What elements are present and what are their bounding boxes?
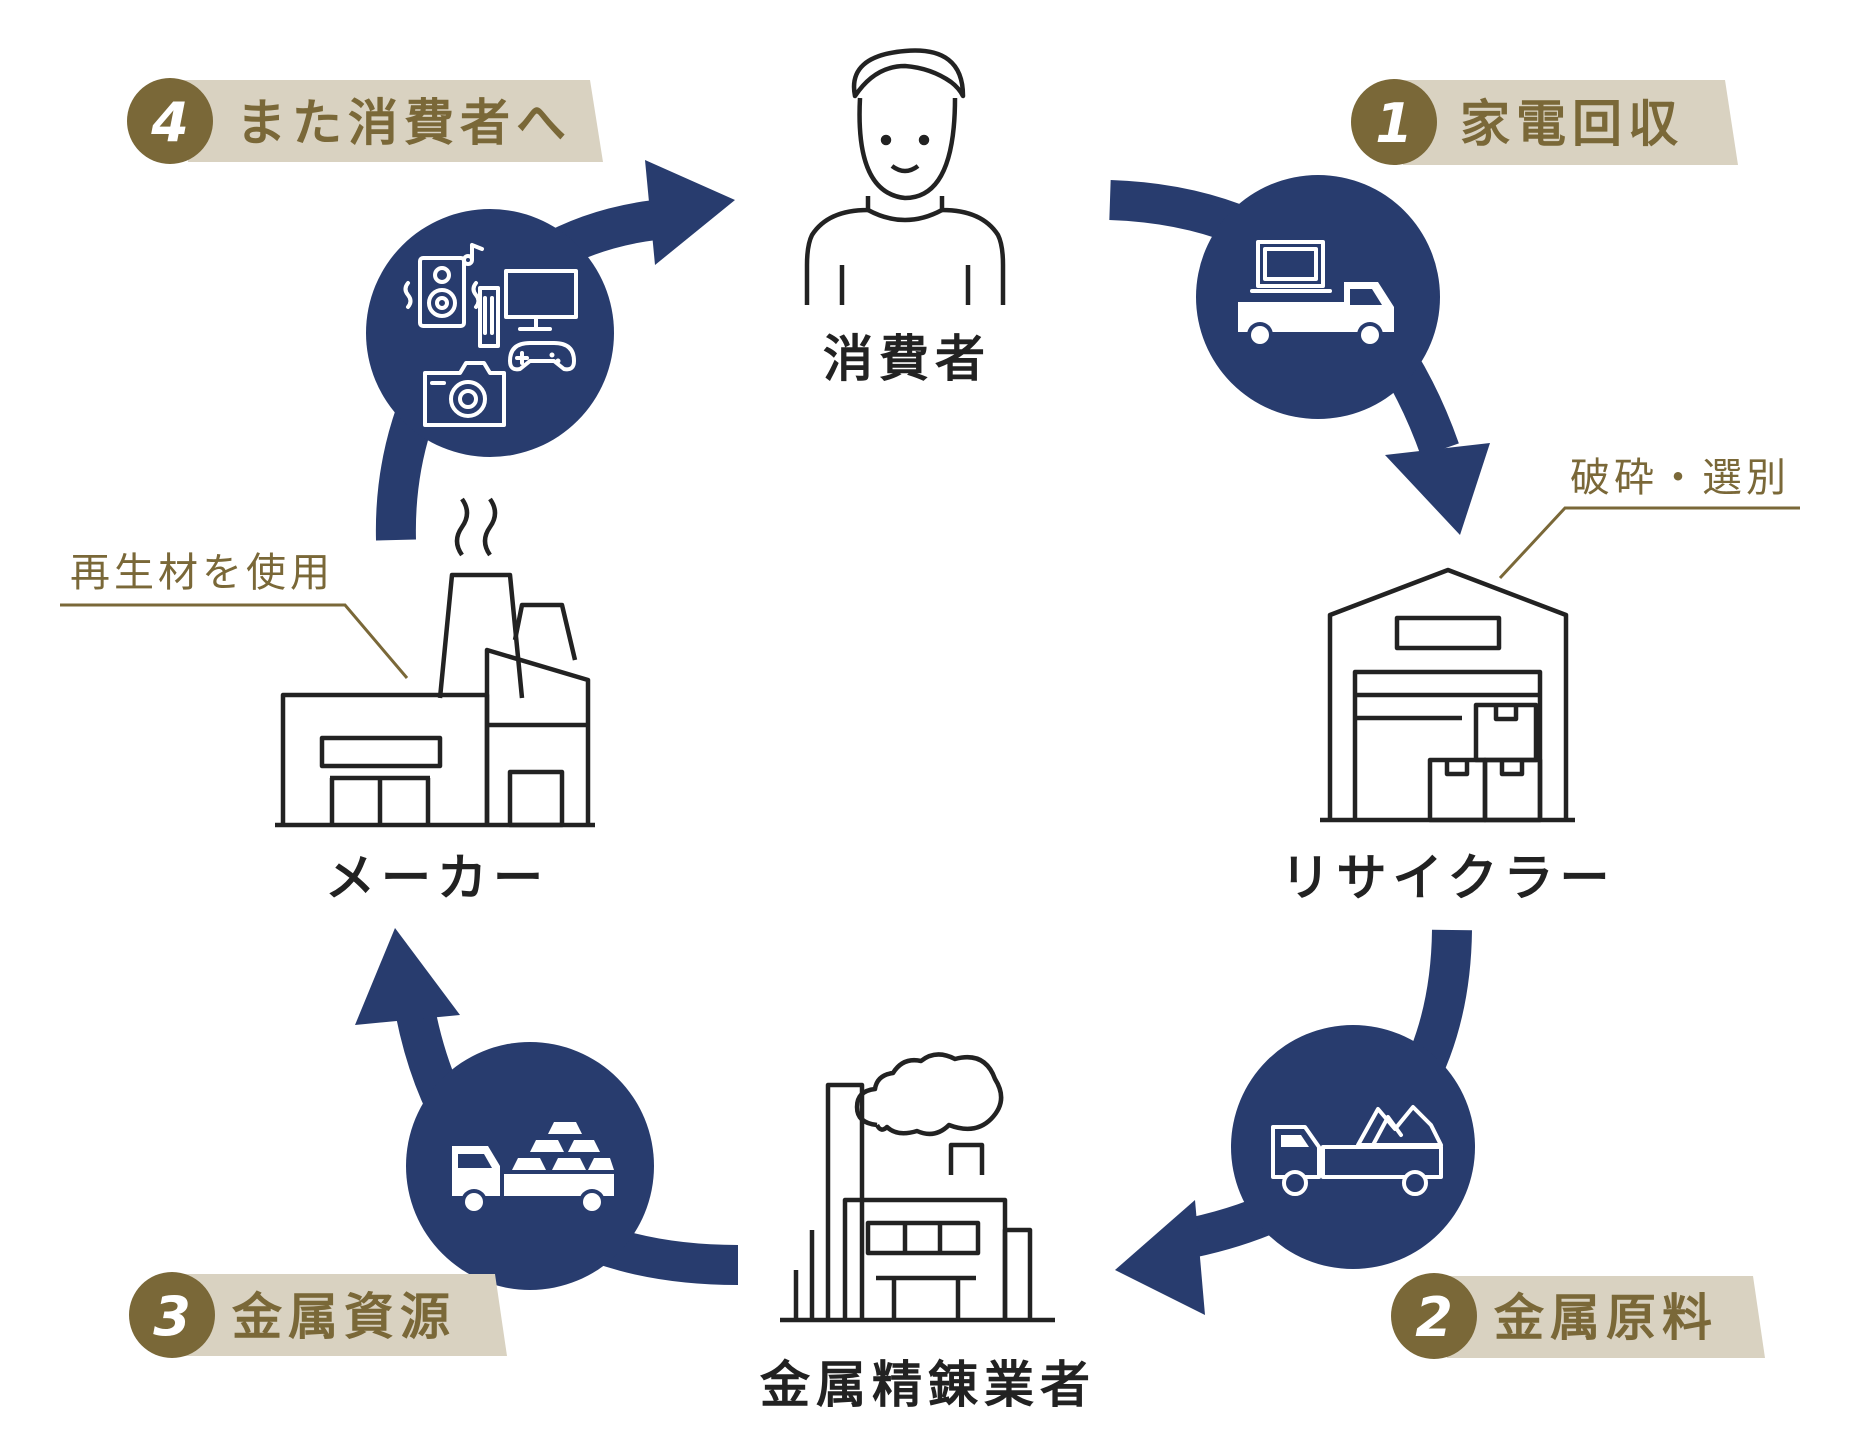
step-1-circle: [1196, 175, 1440, 419]
node-label-smelter: 金属精錬業者: [760, 1356, 1096, 1414]
truck-with-computer-icon: [1238, 240, 1394, 348]
node-label-maker: メーカー: [325, 849, 549, 907]
maker-note-text: 再生材を使用: [70, 550, 334, 596]
recycler-note-text: 破砕・選別: [1570, 455, 1790, 501]
step-4-number: 4: [150, 91, 189, 154]
maker-note: 再生材を使用: [60, 550, 409, 679]
step-4-tag: 4 また消費者へ: [127, 78, 603, 164]
factory-icon: [275, 497, 595, 828]
person-icon: [804, 48, 1006, 305]
recycler-note: 破砕・選別: [1498, 455, 1800, 580]
step-3-circle: [406, 1042, 654, 1290]
step-4-label: また消費者へ: [236, 94, 572, 152]
node-label-recycler: リサイクラー: [1281, 849, 1616, 907]
step-2-label: 金属原料: [1494, 1289, 1718, 1347]
node-label-consumer: 消費者: [823, 330, 991, 388]
step-2-tag: 2 金属原料: [1391, 1273, 1765, 1359]
appliances-icon: [403, 243, 578, 427]
step-2-number: 2: [1415, 1286, 1453, 1349]
smelter-factory-icon: [780, 1052, 1055, 1323]
step-2-circle: [1231, 1025, 1475, 1269]
truck-with-ingots-icon: [452, 1122, 614, 1215]
warehouse-icon: [1320, 567, 1575, 823]
step-3-number: 3: [153, 1285, 191, 1348]
step-3-label: 金属資源: [232, 1288, 456, 1346]
step-1-label: 家電回収: [1460, 95, 1684, 153]
truck-with-scrap-icon: [1271, 1105, 1443, 1196]
step-4-circle: [366, 209, 614, 457]
step-1-tag: 1 家電回収: [1351, 79, 1738, 165]
step-3-tag: 3 金属資源: [129, 1272, 507, 1358]
step-1-number: 1: [1375, 92, 1413, 155]
